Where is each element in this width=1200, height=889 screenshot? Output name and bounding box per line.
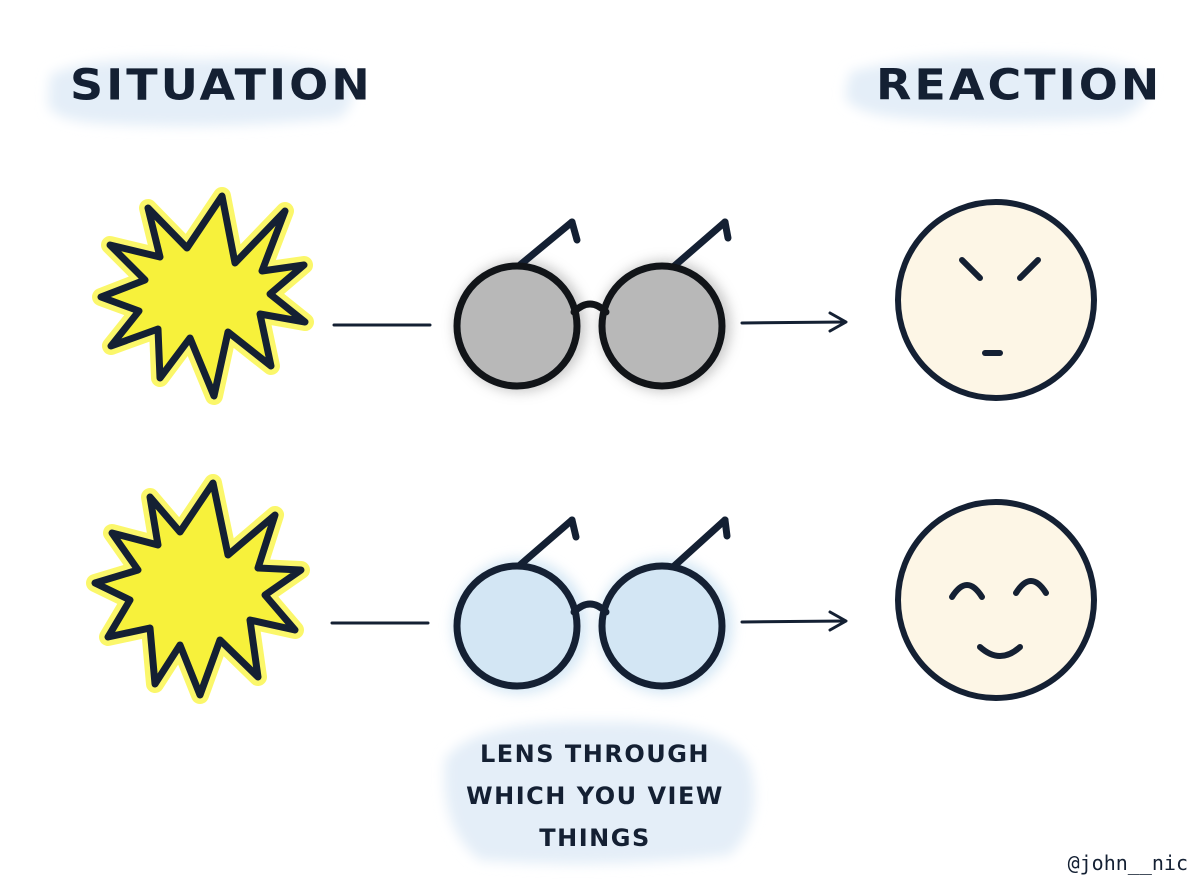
situation-burst-2	[86, 474, 310, 704]
caption-highlight	[444, 721, 755, 864]
burst-shape	[97, 192, 309, 400]
situation-highlight	[48, 58, 354, 127]
glasses-arm-left	[516, 516, 576, 569]
caption-line-2: WHICH YOU VIEW	[466, 782, 724, 810]
blue-lens	[452, 516, 733, 694]
situation-burst-1	[92, 187, 314, 405]
author-credit: @john__nic	[1067, 851, 1188, 875]
glasses-arm-right	[668, 218, 729, 272]
burst-shape	[91, 479, 305, 699]
lens-left	[453, 262, 581, 390]
lens-right	[598, 562, 726, 690]
glasses-bridge	[570, 600, 610, 616]
happy-face-icon	[895, 499, 1097, 701]
grey-lens	[453, 218, 732, 392]
reaction-heading: REACTION	[876, 60, 1163, 110]
angry-face-icon	[895, 199, 1097, 401]
connector-arrow-1	[740, 311, 848, 333]
lens-right	[598, 262, 726, 390]
reaction-highlight	[845, 55, 1150, 122]
lens-caption: LENS THROUGH WHICH YOU VIEW THINGS	[440, 733, 750, 859]
caption-line-3: THINGS	[539, 824, 651, 852]
glasses-bridge	[570, 300, 610, 316]
glasses-arm-right	[668, 516, 729, 572]
glasses-arm-left	[516, 218, 576, 269]
caption-line-1: LENS THROUGH	[479, 740, 711, 768]
lens-left	[453, 562, 581, 690]
situation-heading: SITUATION	[70, 60, 373, 110]
connector-arrow-2	[740, 610, 848, 632]
